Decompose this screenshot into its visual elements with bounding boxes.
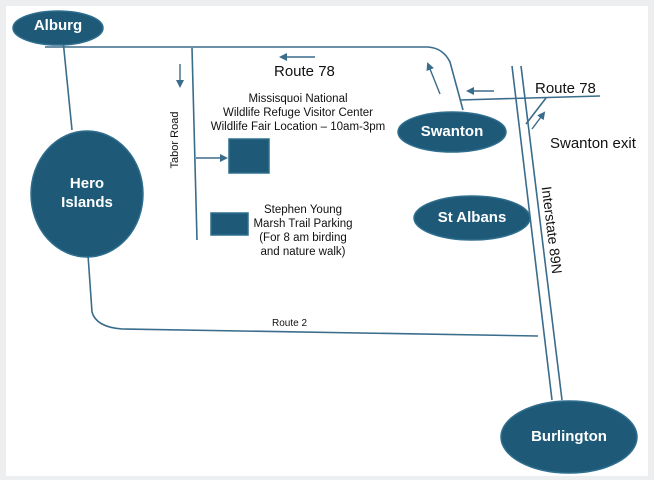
alburg-node [12, 10, 104, 46]
marsh-trail-label-line: Stephen Young [263, 204, 343, 216]
hero-islands-node [30, 130, 144, 258]
hero-islands-label: Hero Islands [37, 174, 137, 212]
swanton-exit-ramp [525, 97, 547, 125]
hero-route2-connector-road [87, 254, 123, 330]
map-canvas: Alburg Hero Islands Swanton St Albans Bu… [6, 6, 648, 476]
visitor-center-label-line: Wildlife Fair Location – 10am-3pm [210, 121, 386, 133]
alburg-connector-road [62, 39, 73, 131]
marsh-trail-marker [210, 212, 249, 236]
route-78-west-label: Route 78 [274, 63, 335, 80]
visitor-center-label: Missisquoi National Wildlife Refuge Visi… [193, 92, 403, 134]
marsh-trail-label: Stephen Young Marsh Trail Parking (For 8… [238, 203, 368, 259]
route-78-east-label: Route 78 [535, 80, 596, 97]
route-78-east-road [459, 95, 601, 101]
route-2-road [121, 328, 539, 337]
tabor-road [191, 47, 198, 241]
visitor-center-marker [228, 138, 270, 174]
alburg-label: Alburg [33, 17, 83, 34]
burlington-label: Burlington [531, 428, 607, 445]
interstate-89n-road-west [511, 65, 553, 401]
route-78-road [45, 46, 464, 111]
burlington-node [500, 400, 638, 474]
marsh-trail-label-line: (For 8 am birding [259, 232, 347, 244]
st-albans-node [413, 195, 531, 241]
map-drawing [12, 10, 638, 474]
visitor-center-label-line: Wildlife Refuge Visitor Center [223, 107, 373, 119]
hero-islands-label-line: Hero [69, 175, 105, 192]
swanton-exit-label: Swanton exit [550, 135, 636, 152]
route-2-label: Route 2 [272, 318, 308, 329]
tabor-road-label: Tabor Road [169, 111, 181, 169]
st-albans-label: St Albans [437, 209, 507, 226]
swanton-label: Swanton [420, 123, 484, 140]
swanton-node [397, 111, 507, 153]
marsh-trail-label-line: and nature walk) [260, 246, 346, 258]
marsh-trail-label-line: Marsh Trail Parking [253, 218, 353, 230]
hero-islands-label-line: Islands [61, 194, 113, 211]
swanton-exit-arrow-icon [531, 111, 546, 130]
swanton-north-arrow-icon [426, 62, 441, 95]
visitor-center-label-line: Missisquoi National [248, 93, 348, 105]
